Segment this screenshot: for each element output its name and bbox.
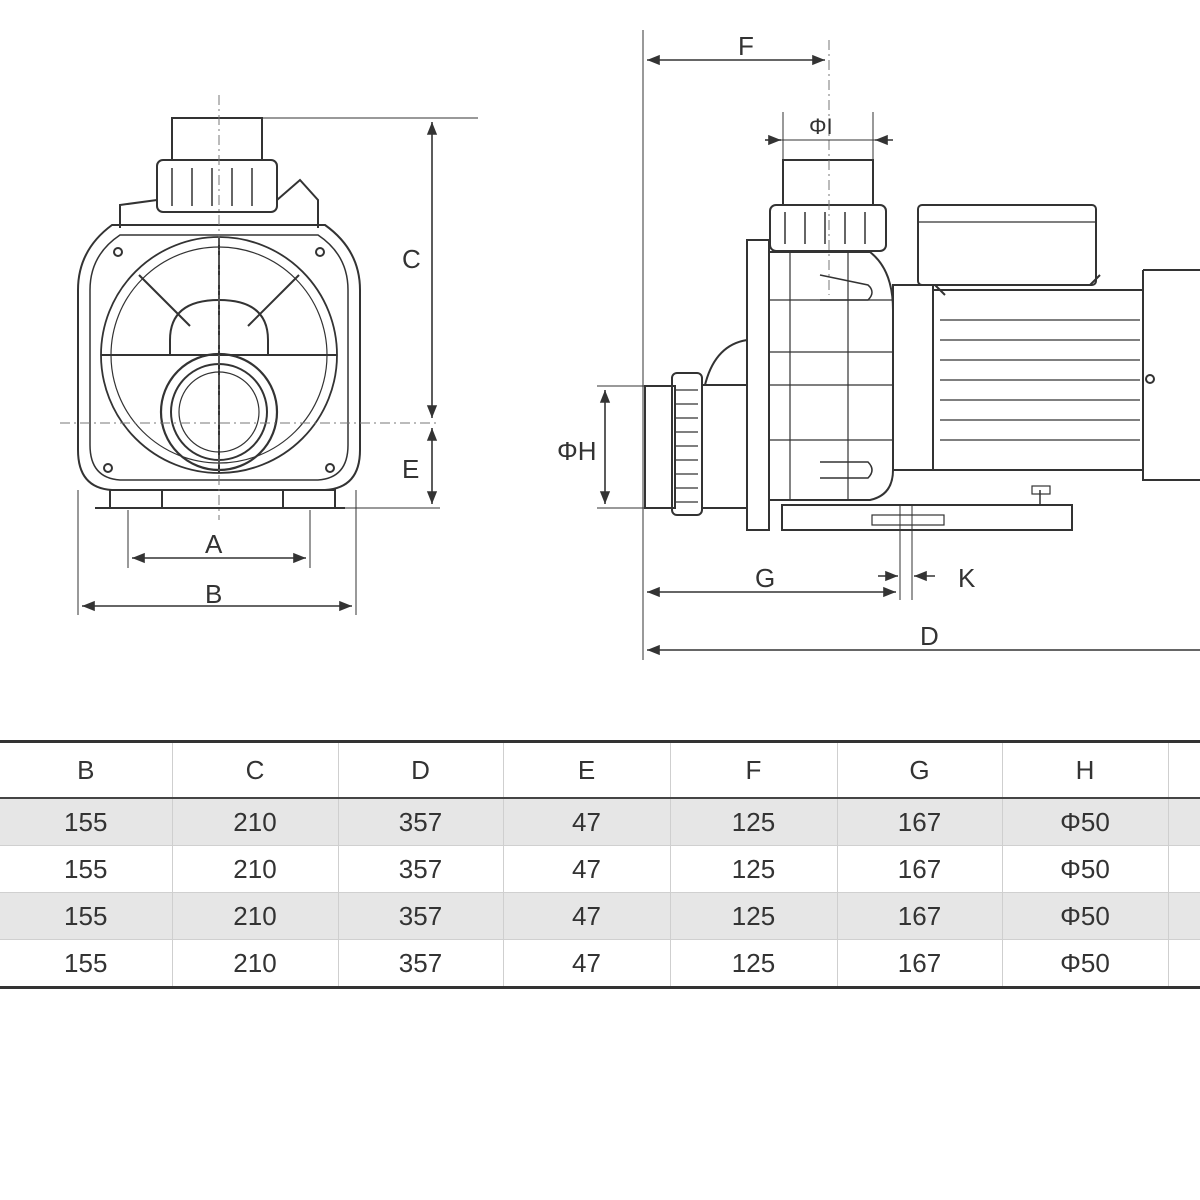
table-cell: 357: [337, 939, 503, 988]
column-header: F: [669, 741, 837, 798]
label-E: E: [402, 454, 419, 484]
label-F: F: [738, 31, 754, 61]
table-cell: Φ50: [1001, 892, 1168, 940]
label-B: B: [205, 579, 222, 609]
column-header: E: [502, 741, 670, 798]
table-cell-cut-off: [1167, 939, 1200, 988]
table-cell: 155: [64, 806, 108, 837]
table-cell-cut-off: [1167, 892, 1200, 940]
column-header: B: [77, 754, 95, 785]
label-phi-I: ΦI: [809, 114, 833, 139]
table-cell: 210: [171, 845, 338, 893]
table-cell: 357: [337, 798, 503, 846]
table-cell: 125: [669, 939, 837, 988]
table-cell: 167: [836, 845, 1002, 893]
column-header: G: [836, 741, 1002, 798]
table-cell: 167: [836, 798, 1002, 846]
side-dimensions: [597, 30, 1200, 660]
label-C: C: [402, 244, 421, 274]
table-cell: Φ50: [1001, 798, 1168, 846]
table-cell: Φ50: [1001, 845, 1168, 893]
front-center-lines: [60, 95, 440, 520]
table-cell: 47: [502, 892, 670, 940]
label-G: G: [755, 563, 775, 593]
table-cell: 125: [669, 798, 837, 846]
column-header-cut-off: [1167, 741, 1200, 798]
table-cell: Φ50: [1001, 939, 1168, 988]
table-cell: 125: [669, 845, 837, 893]
table-cell: 167: [836, 939, 1002, 988]
table-cell: 47: [502, 939, 670, 988]
label-phi-H: ΦH: [557, 436, 597, 466]
table-cell-cut-off: [1167, 798, 1200, 846]
table-cell: 167: [836, 892, 1002, 940]
column-header: H: [1001, 741, 1168, 798]
table-cell: 155: [64, 853, 108, 884]
label-A: A: [205, 529, 223, 559]
column-header: C: [171, 741, 338, 798]
label-D: D: [920, 621, 939, 651]
table-cell: 47: [502, 798, 670, 846]
table-cell: 125: [669, 892, 837, 940]
table-cell: 210: [171, 892, 338, 940]
column-header: D: [337, 741, 503, 798]
table-cell: 155: [64, 900, 108, 931]
table-cell: 357: [337, 892, 503, 940]
front-dimensions: [77, 117, 478, 615]
table-cell: 210: [171, 939, 338, 988]
front-view: [77, 117, 361, 509]
table-cell: 357: [337, 845, 503, 893]
pump-dimension-drawing: C E A B: [60, 30, 1200, 660]
table-cell-cut-off: [1167, 845, 1200, 893]
side-view: [644, 159, 1200, 531]
table-cell: 155: [64, 947, 108, 978]
table-cell: 210: [171, 798, 338, 846]
table-cell: 47: [502, 845, 670, 893]
label-K: K: [958, 563, 976, 593]
